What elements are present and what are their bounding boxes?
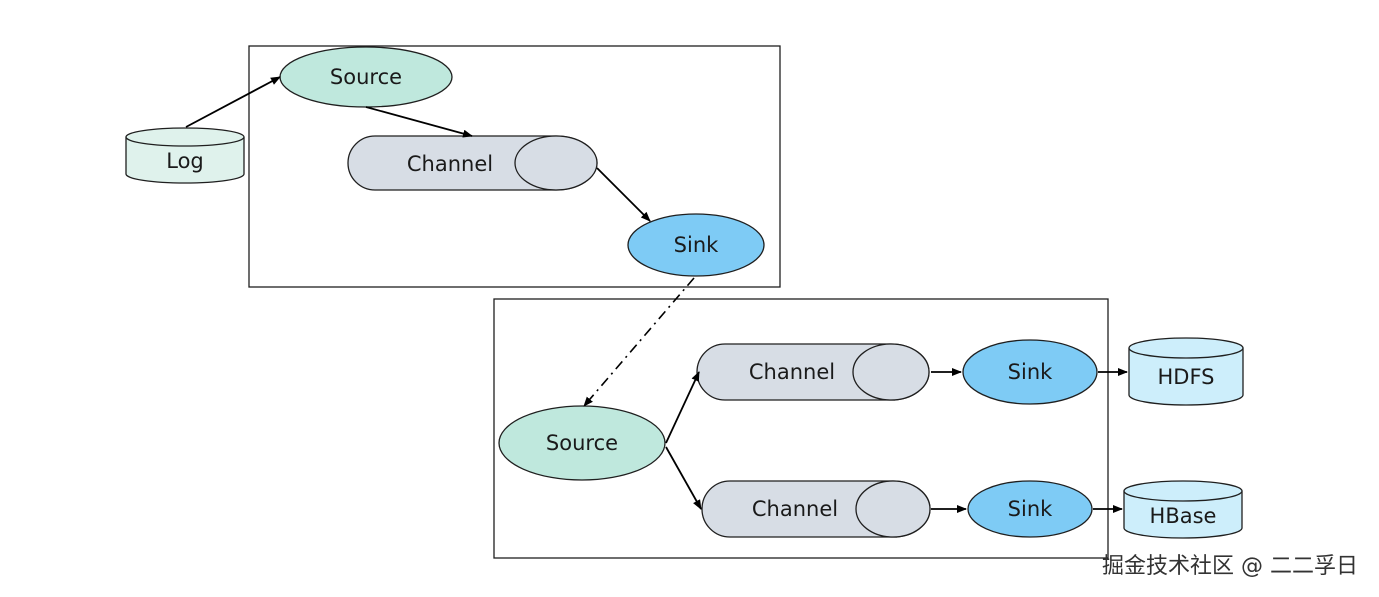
agent-1-channel: Channel (347, 135, 598, 191)
agent-1-sink-label: Sink (674, 233, 719, 257)
edge-source-to-channel-1 (665, 371, 700, 444)
agent-1-channel-label: Channel (407, 152, 493, 176)
agent-2-channel-1: Channel (696, 343, 930, 401)
hbase-label: HBase (1150, 504, 1217, 528)
agent-1-sink: Sink (627, 213, 765, 277)
agent-2-channel-2-label: Channel (752, 497, 838, 521)
edge-source-to-channel-2 (665, 446, 702, 510)
agent-2-box (493, 298, 1109, 559)
hdfs-store: HDFS (1128, 337, 1244, 406)
agent-2-sink-2: Sink (967, 480, 1093, 538)
agent-2-sink-1: Sink (962, 339, 1098, 405)
hdfs-label: HDFS (1157, 365, 1214, 389)
edge-agent1-sink-to-agent2-source (583, 277, 695, 407)
edge-log-to-source (185, 76, 281, 128)
agent-2-channel-2: Channel (701, 480, 931, 538)
agent-1-source-label: Source (330, 65, 402, 89)
agent-2-sink-1-label: Sink (1008, 360, 1053, 384)
agent-2-source-label: Source (546, 431, 618, 455)
edge-source-to-channel (365, 106, 473, 138)
agent-2-sink-2-label: Sink (1008, 497, 1053, 521)
log-label: Log (166, 149, 204, 173)
watermark: 掘金技术社区 @ 二二孚日 (1102, 554, 1358, 579)
agent-2-source: Source (498, 405, 666, 481)
hbase-store: HBase (1123, 480, 1243, 539)
agent-1-source: Source (279, 46, 453, 108)
agent-1-box (248, 45, 781, 288)
agent-2-channel-1-label: Channel (749, 360, 835, 384)
log-store: Log (125, 127, 245, 184)
edge-channel-to-sink (596, 167, 651, 222)
